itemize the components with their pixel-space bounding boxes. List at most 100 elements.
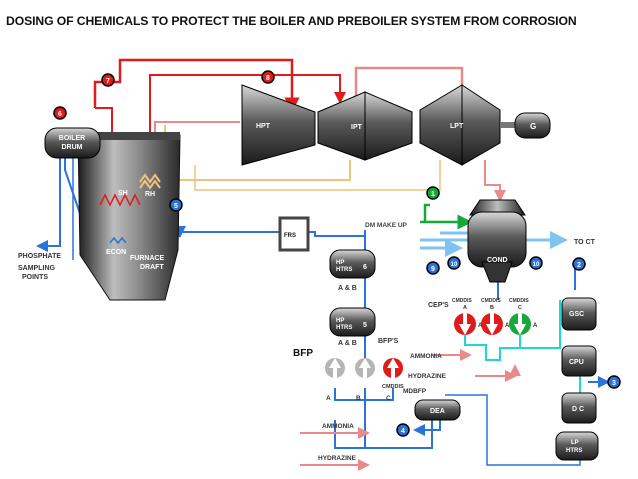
marker-9-label: 9: [431, 266, 435, 273]
cep-b-side-label: A: [505, 323, 510, 329]
sampling-label-1: SAMPLING: [18, 265, 56, 272]
marker-7-label: 7: [106, 78, 110, 85]
turbine-shaft: [500, 122, 520, 128]
cep-c-top-label: C: [518, 305, 522, 311]
lp-turbine-right: [461, 84, 501, 166]
ip-turbine-right: [364, 91, 413, 161]
marker-4-label: 4: [401, 428, 405, 435]
bfp-a-arrow: [329, 358, 341, 378]
hp-heater-6: [329, 249, 376, 279]
bfps-label: BFP'S: [378, 338, 399, 345]
dea-label: DEA: [430, 408, 445, 415]
dm-makeup-vertical: [423, 203, 430, 222]
hp-htrs-6-label-1: HP: [336, 260, 344, 266]
cond-label: COND: [487, 257, 508, 264]
deaerator: [414, 399, 461, 421]
hp-htrs-6-ab: A & B: [338, 285, 357, 292]
mdbfp-label: MDBFP: [403, 388, 427, 395]
cep-b-arrow: [486, 313, 498, 335]
bfp-cmddis-label: CMDDIS: [382, 384, 404, 390]
page-title: DOSING OF CHEMICALS TO PROTECT THE BOILE…: [6, 14, 577, 28]
phosphate-label: PHOSPHATE: [18, 253, 61, 260]
hp-htrs-5-label-1: HP: [336, 318, 344, 324]
gsc-label: GSC: [569, 311, 584, 318]
marker-10-left: 10: [447, 256, 461, 270]
marker-1: 1: [426, 186, 440, 200]
bfp-c-arrow: [387, 358, 399, 378]
hydrazine-label-lower: HYDRAZINE: [318, 455, 357, 462]
reheater-coil: [139, 173, 161, 184]
lp-htrs-label-1: LP: [571, 440, 579, 446]
hot-reheat-line: [149, 74, 346, 165]
marker-1-label: 1: [431, 191, 435, 198]
cpu-label: CPU: [569, 359, 584, 366]
marker-6: 6: [53, 106, 67, 120]
hp-turbine: [241, 84, 316, 166]
furnace-label-1: FURNACE: [130, 255, 165, 262]
cep-c-side-label: A: [533, 323, 538, 329]
sh-label: SH: [118, 190, 128, 197]
gsc: [561, 297, 597, 331]
hp-htrs-6-label-2: HTRS: [336, 267, 352, 273]
reheater-coil-2: [139, 179, 161, 190]
marker-10-left-label: 10: [451, 262, 458, 268]
ipt-label: IPT: [351, 124, 363, 131]
hp-heater-5: [329, 307, 376, 337]
phosphate-line: [36, 140, 61, 252]
marker-3: 3: [607, 375, 621, 389]
boiler-drum-label-2: DRUM: [62, 144, 83, 151]
boiler-drum: [44, 127, 101, 159]
marker-4: 4: [396, 423, 410, 437]
econ-label: ECON: [106, 249, 126, 256]
cep-a-top-label: A: [463, 305, 467, 311]
frs-box: [278, 216, 310, 252]
marker-10-right-label: 10: [533, 262, 540, 268]
cep-c-arrow: [514, 313, 526, 335]
marker-2: 2: [572, 257, 586, 271]
hydrazine-label-upper: HYDRAZINE: [408, 373, 447, 380]
ceps-label: CEP'S: [428, 302, 449, 309]
generator: [514, 112, 551, 139]
lpt-label: LPT: [450, 123, 464, 130]
hp-htrs-6-num: 6: [363, 264, 367, 271]
furnace-label-2: DRAFT: [140, 264, 164, 271]
dm-makeup-label: DM MAKE UP: [365, 222, 408, 229]
marker-7: 7: [101, 73, 115, 87]
cep-a-cmddis: CMDDIS: [452, 298, 472, 304]
marker-9: 9: [426, 261, 440, 275]
generator-label: G: [530, 122, 536, 131]
feedwater-line-top: [174, 226, 366, 238]
sampling-label-2: POINTS: [22, 274, 48, 281]
drain-cooler: [561, 392, 597, 424]
ammonia-label-upper: AMMONIA: [410, 353, 442, 360]
main-steam-line: [93, 58, 300, 113]
lpt-to-cond-line: [484, 160, 506, 202]
marker-8: 8: [261, 70, 275, 84]
hpt-label: HPT: [256, 123, 271, 130]
cep-a-arrow: [459, 313, 471, 335]
bfp-b-arrow: [359, 358, 371, 378]
lp-heaters: [555, 431, 599, 461]
marker-5: 5: [169, 198, 183, 212]
hp-htrs-5-label-2: HTRS: [336, 325, 352, 331]
condenser-top: [469, 199, 526, 216]
boiler-drum-label-1: BOILER: [59, 135, 85, 142]
marker-5-label: 5: [174, 203, 178, 210]
hp-htrs-5-num: 5: [363, 322, 367, 329]
economizer-coil: [109, 236, 127, 245]
cep-c-cmddis: CMDDIS: [509, 298, 529, 304]
marker-10-right: 10: [529, 256, 543, 270]
bfp-b-label: B: [356, 395, 361, 402]
bfp-c-label: C: [386, 395, 391, 402]
bfp-a-label: A: [326, 395, 331, 402]
marker-3-label: 3: [612, 380, 616, 387]
condensate-to-gsc: [500, 300, 561, 349]
cpu: [561, 345, 597, 377]
ammonia-label-lower: AMMONIA: [322, 423, 354, 430]
marker-8-label: 8: [266, 75, 270, 82]
furnace-body: [77, 134, 181, 301]
cep-b-cmddis: CMDDIS: [481, 298, 501, 304]
bfp-label: BFP: [293, 348, 313, 359]
